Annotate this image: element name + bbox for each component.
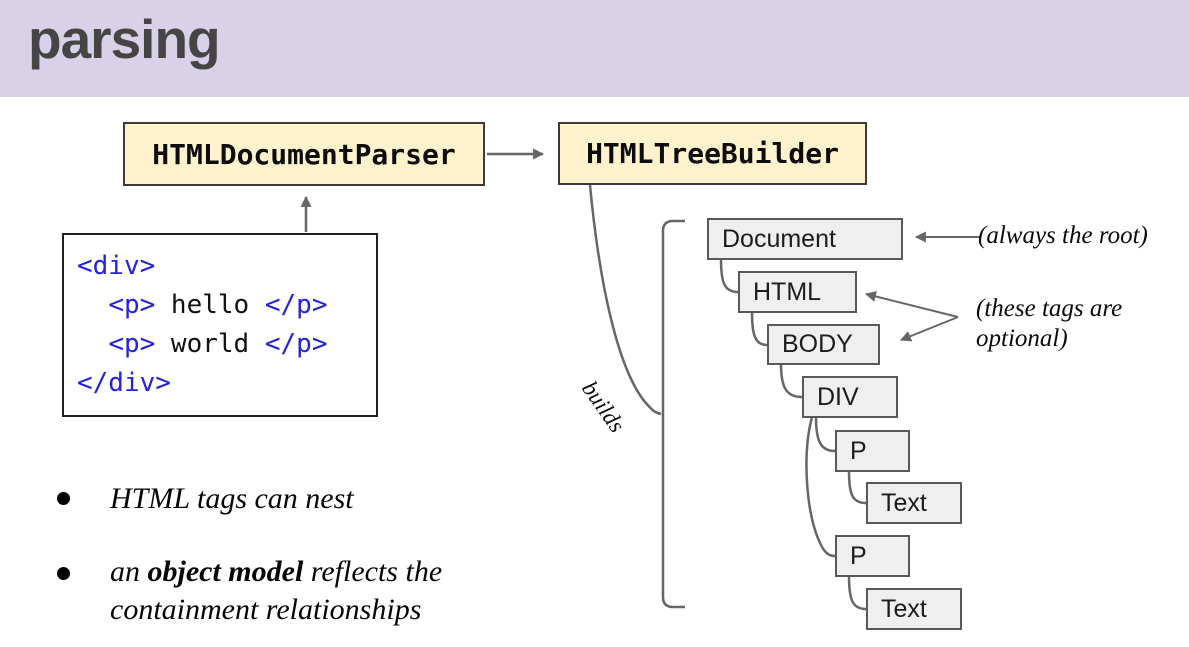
- html-tree-builder-box: HTMLTreeBuilder: [558, 122, 867, 185]
- tree-bracket: [661, 219, 685, 609]
- bullet-item-2-line2: containment relationships: [110, 593, 422, 626]
- root-annotation: (always the root): [978, 222, 1148, 249]
- optional-tags-annotation-line1: (these tags are: [976, 295, 1123, 322]
- bullet-item-2: an object model reflects the containment…: [110, 553, 442, 629]
- tree-node-html: HTML: [738, 271, 857, 313]
- connector-div-p1: [814, 416, 836, 453]
- connector-document-html: [719, 258, 739, 294]
- bullet-dot-2: [57, 567, 70, 580]
- tree-node-body: BODY: [767, 324, 880, 365]
- builds-curve: [588, 184, 662, 416]
- connector-body-div: [779, 363, 803, 399]
- page-title: parsing: [28, 8, 221, 70]
- code-line-2: <p> hello </p>: [108, 290, 328, 320]
- bullet-dot-1: [57, 492, 70, 505]
- code-line-4: </div>: [77, 368, 171, 398]
- slide-header: parsing: [0, 0, 1189, 97]
- connector-p2-text2: [847, 575, 867, 611]
- tree-node-text-2: Text: [866, 588, 962, 630]
- tree-node-p-1: P: [835, 430, 910, 472]
- code-line-3: <p> world </p>: [108, 329, 328, 359]
- arrow-optional-to-body: [899, 316, 959, 342]
- connector-html-body: [750, 311, 768, 347]
- optional-tags-annotation-line2: optional): [976, 325, 1068, 352]
- tree-node-document: Document: [707, 218, 903, 260]
- code-line-1: <div>: [77, 251, 156, 281]
- optional-tags-annotation: (these tags are optional): [976, 294, 1122, 354]
- builds-label: builds: [577, 376, 630, 437]
- bullet-item-2-line1: an object model reflects the: [110, 555, 443, 588]
- arrow-optional-to-html: [864, 291, 959, 318]
- object-model-bold: object model: [147, 555, 304, 588]
- connector-p1-text1: [847, 470, 867, 505]
- bullet-item-1: HTML tags can nest: [110, 482, 354, 515]
- html-document-parser-box: HTMLDocumentParser: [123, 122, 485, 186]
- tree-node-div: DIV: [802, 376, 898, 418]
- html-document-parser-label: HTMLDocumentParser: [152, 137, 456, 171]
- html-tree-builder-label: HTMLTreeBuilder: [586, 137, 839, 170]
- tree-node-p-2: P: [835, 535, 910, 577]
- tree-node-text-1: Text: [866, 482, 962, 524]
- connector-div-p2: [805, 416, 836, 558]
- html-source-code-box: <div> <p> hello </p> <p> world </p> </div…: [62, 233, 378, 417]
